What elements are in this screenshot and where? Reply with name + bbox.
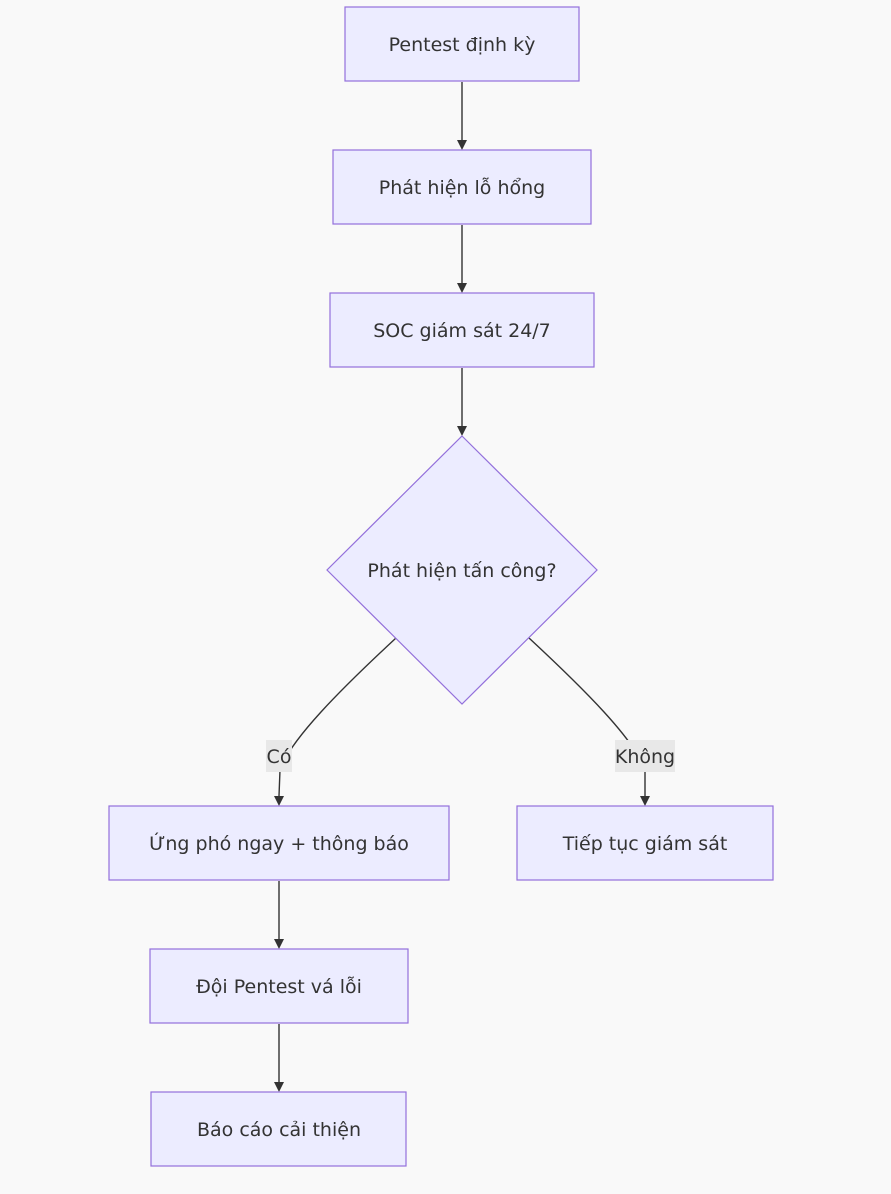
node-pentest-periodic: Pentest định kỳ	[344, 6, 580, 82]
node-pentest-team-fix: Đội Pentest vá lỗi	[149, 948, 409, 1024]
arrowhead	[274, 796, 284, 806]
node-improvement-report-box	[150, 1091, 407, 1167]
node-attack-decision-diamond	[326, 435, 598, 705]
node-continue-monitoring-label: Tiếp tục giám sát	[562, 833, 728, 855]
node-pentest-team-fix-box	[149, 948, 409, 1024]
node-soc-monitoring-box	[329, 292, 595, 368]
node-pentest-periodic-label: Pentest định kỳ	[389, 34, 536, 56]
node-respond-notify-label: Ứng phó ngay + thông báo	[149, 831, 409, 855]
edge-label-yes: Có	[266, 740, 292, 772]
edge-decision-to-yes	[278, 637, 397, 797]
node-respond-notify-box	[108, 805, 450, 881]
node-attack-decision-label: Phát hiện tấn công?	[367, 560, 556, 582]
arrowhead	[274, 939, 284, 949]
node-vulnerability-found-box	[332, 149, 592, 225]
node-attack-decision: Phát hiện tấn công?	[326, 435, 598, 705]
arrowhead	[457, 140, 467, 150]
arrowhead	[457, 283, 467, 293]
edge-label-no-text: Không	[615, 746, 675, 768]
edge-label-yes-text: Có	[267, 746, 292, 768]
node-improvement-report-label: Báo cáo cải thiện	[197, 1119, 361, 1141]
node-continue-monitoring-box	[516, 805, 774, 881]
arrowhead	[640, 796, 650, 806]
edge-label-no: Không	[615, 740, 675, 772]
node-pentest-periodic-box	[344, 6, 580, 82]
node-pentest-team-fix-label: Đội Pentest vá lỗi	[196, 975, 362, 998]
node-improvement-report: Báo cáo cải thiện	[150, 1091, 407, 1167]
edge-label-yes-bg	[266, 740, 292, 772]
node-continue-monitoring: Tiếp tục giám sát	[516, 805, 774, 881]
node-vulnerability-found-label: Phát hiện lỗ hổng	[379, 176, 545, 199]
arrowhead	[274, 1082, 284, 1092]
edge-label-no-bg	[615, 740, 675, 772]
node-soc-monitoring-label: SOC giám sát 24/7	[373, 320, 551, 342]
node-soc-monitoring: SOC giám sát 24/7	[329, 292, 595, 368]
edge-decision-to-no	[528, 637, 646, 796]
arrowhead	[457, 426, 467, 436]
node-vulnerability-found: Phát hiện lỗ hổng	[332, 149, 592, 225]
node-respond-notify: Ứng phó ngay + thông báo	[108, 805, 450, 881]
